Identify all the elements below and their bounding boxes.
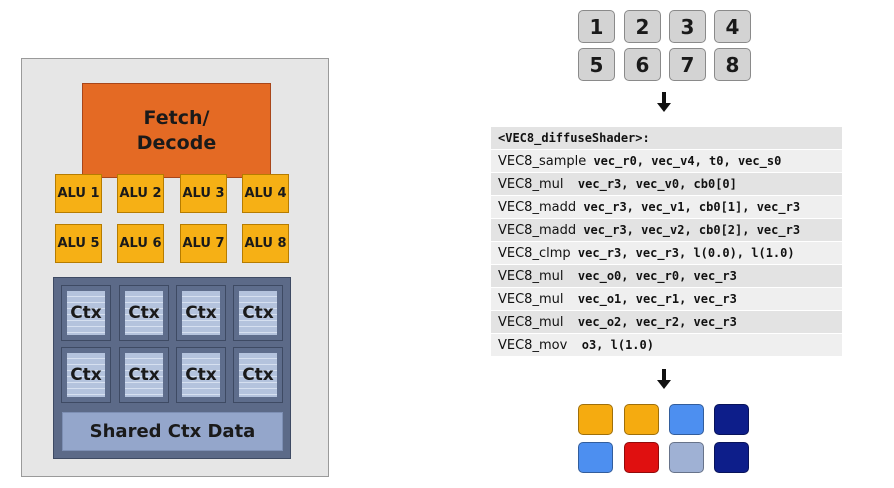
instruction-op: VEC8_mul [498, 268, 564, 284]
shared-context-data: Shared Ctx Data [62, 412, 283, 451]
instruction-op: VEC8_sample [498, 153, 587, 169]
alu-label: ALU 4 [244, 186, 287, 201]
alu-label: ALU 6 [119, 236, 162, 251]
ctx-cell-2: Ctx [119, 285, 169, 341]
ctx-cell-5: Ctx [61, 347, 111, 403]
arrow-down-icon [657, 92, 671, 112]
alu-6: ALU 6 [117, 224, 164, 263]
fragment-7: 7 [669, 48, 706, 81]
alu-3: ALU 3 [180, 174, 227, 213]
fragment-8: 8 [714, 48, 751, 81]
output-color-4 [714, 404, 749, 435]
fragment-4: 4 [714, 10, 751, 43]
fragment-2: 2 [624, 10, 661, 43]
instruction-args: vec_r3, vec_r3, l(0.0), l(1.0) [570, 246, 795, 260]
ctx-cell-8: Ctx [233, 347, 283, 403]
alu-8: ALU 8 [242, 224, 289, 263]
fragment-5: 5 [578, 48, 615, 81]
instruction-op: VEC8_clmp [498, 245, 571, 261]
shader-header-text: <VEC8_diffuseShader>: [498, 131, 650, 145]
instruction-op: VEC8_mul [498, 314, 564, 330]
ctx-cell-1: Ctx [61, 285, 111, 341]
shader-instruction: VEC8_madd vec_r3, vec_v2, cb0[2], vec_r3 [491, 219, 842, 241]
output-color-3 [669, 404, 704, 435]
alu-7: ALU 7 [180, 224, 227, 263]
alu-2: ALU 2 [117, 174, 164, 213]
shader-instruction: VEC8_mul vec_o2, vec_r2, vec_r3 [491, 311, 842, 333]
alu-label: ALU 5 [57, 236, 100, 251]
ctx-label: Ctx [242, 365, 274, 385]
fragment-number: 4 [725, 14, 740, 39]
alu-label: ALU 8 [244, 236, 287, 251]
ctx-cell-7: Ctx [176, 347, 226, 403]
instruction-op: VEC8_mul [498, 176, 564, 192]
shader-instruction: VEC8_mul vec_o0, vec_r0, vec_r3 [491, 265, 842, 287]
instruction-args: vec_r3, vec_v1, cb0[1], vec_r3 [576, 200, 801, 214]
instruction-args: vec_r0, vec_v4, t0, vec_s0 [586, 154, 782, 168]
alu-label: ALU 7 [182, 236, 225, 251]
output-color-2 [624, 404, 659, 435]
output-color-6 [624, 442, 659, 473]
fragment-number: 2 [635, 14, 650, 39]
output-color-8 [714, 442, 749, 473]
fragment-6: 6 [624, 48, 661, 81]
instruction-args: vec_o1, vec_r1, vec_r3 [563, 292, 737, 306]
instruction-op: VEC8_madd [498, 199, 577, 215]
instruction-args: vec_o2, vec_r2, vec_r3 [563, 315, 737, 329]
alu-label: ALU 1 [57, 186, 100, 201]
ctx-cell-6: Ctx [119, 347, 169, 403]
shader-instruction: VEC8_mul vec_o1, vec_r1, vec_r3 [491, 288, 842, 310]
instruction-op: VEC8_madd [498, 222, 577, 238]
shader-instruction: VEC8_clmp vec_r3, vec_r3, l(0.0), l(1.0) [491, 242, 842, 264]
output-color-1 [578, 404, 613, 435]
output-color-7 [669, 442, 704, 473]
ctx-label: Ctx [128, 303, 160, 323]
fragment-1: 1 [578, 10, 615, 43]
output-color-5 [578, 442, 613, 473]
ctx-label: Ctx [70, 303, 102, 323]
ctx-cell-4: Ctx [233, 285, 283, 341]
instruction-args: vec_r3, vec_v0, cb0[0] [563, 177, 737, 191]
alu-4: ALU 4 [242, 174, 289, 213]
fetch-decode-label: Fetch/ Decode [136, 106, 217, 154]
fragment-number: 3 [680, 14, 695, 39]
instruction-op: VEC8_mov [498, 337, 568, 353]
ctx-label: Ctx [185, 303, 217, 323]
ctx-label: Ctx [70, 365, 102, 385]
alu-label: ALU 3 [182, 186, 225, 201]
ctx-label: Ctx [242, 303, 274, 323]
shader-instruction: VEC8_mul vec_r3, vec_v0, cb0[0] [491, 173, 842, 195]
fragment-3: 3 [669, 10, 706, 43]
arrow-down-icon [657, 369, 671, 389]
shader-instruction: VEC8_madd vec_r3, vec_v1, cb0[1], vec_r3 [491, 196, 842, 218]
ctx-cell-3: Ctx [176, 285, 226, 341]
ctx-label: Ctx [128, 365, 160, 385]
alu-1: ALU 1 [55, 174, 102, 213]
alu-5: ALU 5 [55, 224, 102, 263]
shader-header: <VEC8_diffuseShader>: [491, 127, 842, 149]
instruction-op: VEC8_mul [498, 291, 564, 307]
shader-instruction: VEC8_mov o3, l(1.0) [491, 334, 842, 356]
shared-context-label: Shared Ctx Data [89, 421, 256, 442]
fragment-number: 7 [680, 52, 695, 77]
instruction-args: vec_o0, vec_r0, vec_r3 [563, 269, 737, 283]
fragment-number: 1 [589, 14, 604, 39]
instruction-args: o3, l(1.0) [567, 338, 654, 352]
shader-instruction: VEC8_sample vec_r0, vec_v4, t0, vec_s0 [491, 150, 842, 172]
fragment-number: 8 [725, 52, 740, 77]
fragment-number: 5 [589, 52, 604, 77]
ctx-label: Ctx [185, 365, 217, 385]
alu-label: ALU 2 [119, 186, 162, 201]
fetch-decode-unit: Fetch/ Decode [82, 83, 271, 178]
fragment-number: 6 [635, 52, 650, 77]
instruction-args: vec_r3, vec_v2, cb0[2], vec_r3 [576, 223, 801, 237]
